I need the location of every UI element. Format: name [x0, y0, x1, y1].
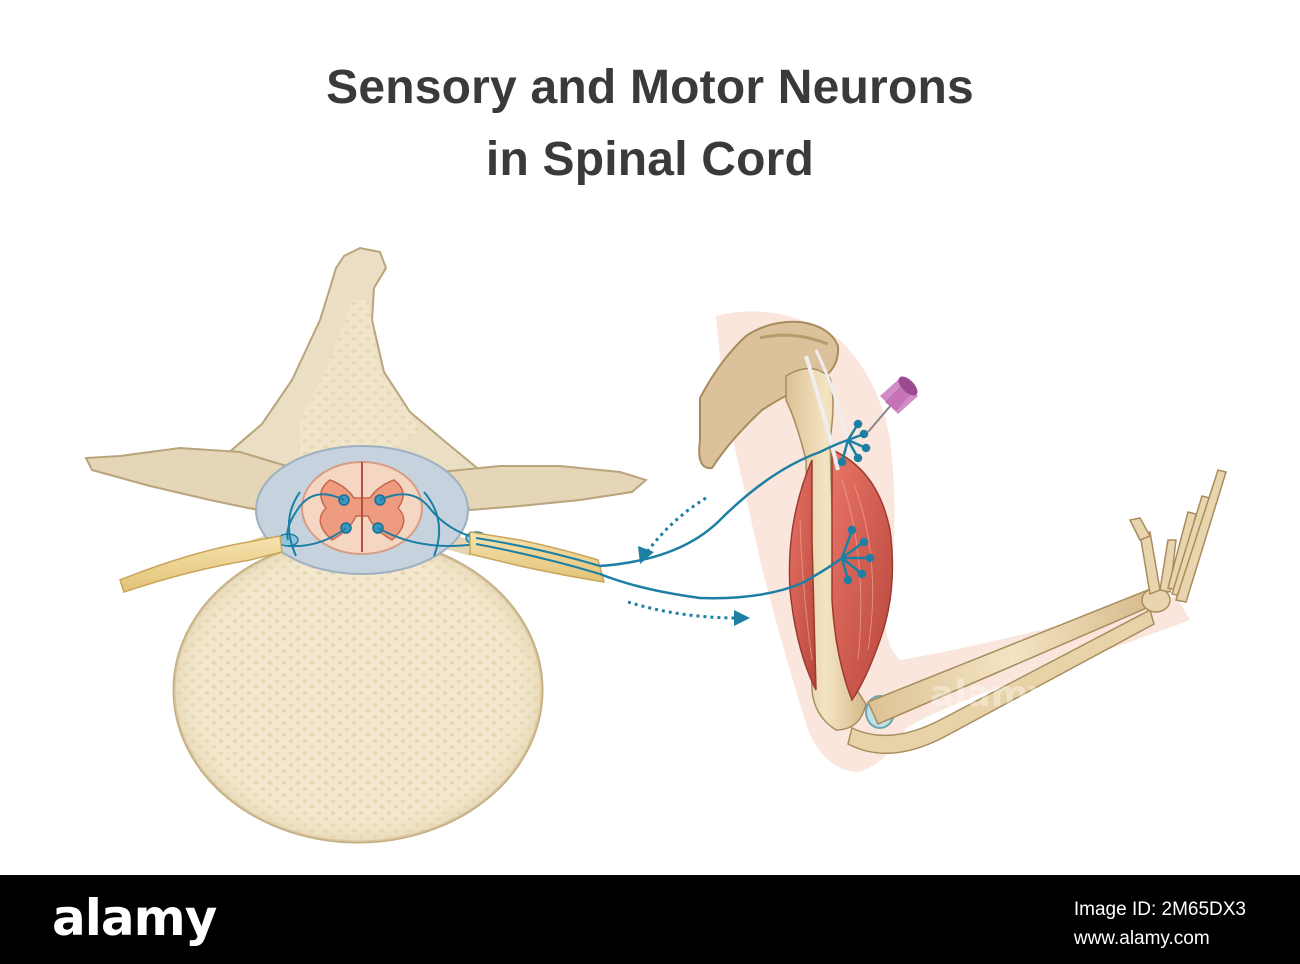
site-url[interactable]: www.alamy.com — [1073, 928, 1210, 949]
image-meta: Image ID: 2M65DX3 www.alamy.com — [1074, 895, 1246, 953]
radius — [866, 589, 1158, 725]
vertebra — [84, 246, 649, 844]
arm — [698, 311, 1227, 772]
afferent-arrow-head — [638, 546, 654, 564]
image-id-label: Image ID: 2M65DX3 — [1073, 899, 1246, 920]
ulna — [847, 608, 1155, 755]
page-title: Sensory and Motor Neurons in Spinal Cord — [0, 52, 1300, 196]
efferent-arrow — [627, 600, 739, 620]
title-line-1: Sensory and Motor Neurons — [326, 61, 974, 114]
title-line-2: in Spinal Cord — [485, 133, 815, 186]
motor-endings — [840, 525, 875, 585]
hand-bones — [1128, 469, 1227, 613]
neuron-pathways — [599, 419, 875, 600]
sensory-endings — [837, 419, 871, 467]
spinal-nerves — [119, 531, 606, 593]
neuron-illustration — [84, 246, 1227, 844]
motor-neuron — [599, 556, 843, 600]
signal-direction-arrows — [627, 496, 739, 620]
left-spinal-nerve — [119, 535, 283, 593]
brand-logo: alamy — [52, 889, 217, 947]
afferent-arrow — [642, 496, 707, 557]
push-pin — [867, 376, 918, 433]
right-transverse-process — [438, 465, 649, 512]
efferent-arrow-head — [734, 610, 750, 626]
sensory-neuron — [599, 438, 849, 568]
footer-bar: alamy Image ID: 2M65DX3 www.alamy.com — [0, 875, 1300, 964]
scapula — [698, 320, 840, 470]
